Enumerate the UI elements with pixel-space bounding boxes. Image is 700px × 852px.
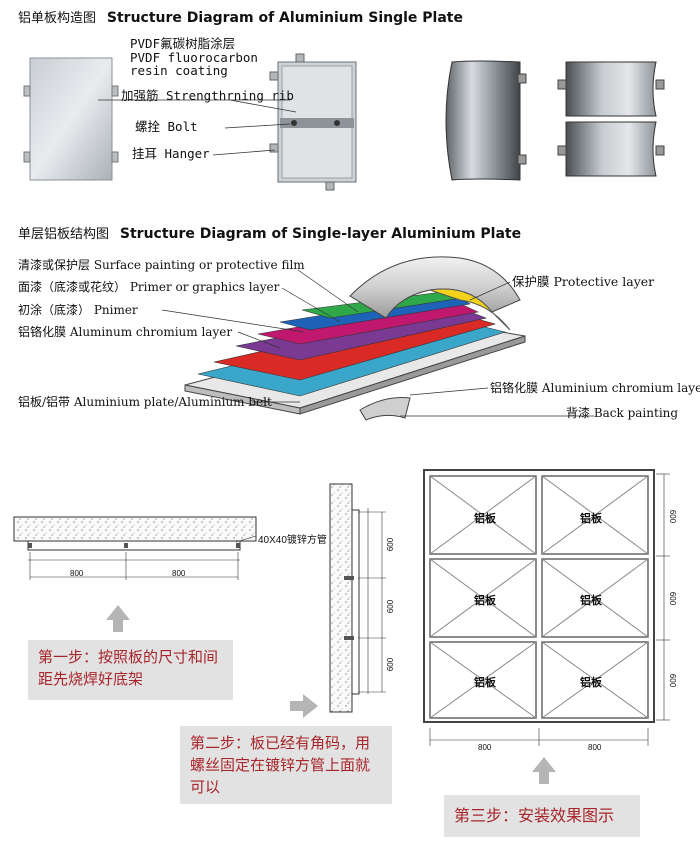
label-chromium-left: 铝铬化膜 Aluminum chromium layer bbox=[18, 325, 233, 339]
single-plate-front bbox=[23, 57, 119, 181]
section1-leaders bbox=[98, 99, 297, 156]
dim-800-step3-b: 800 bbox=[588, 743, 602, 752]
dim-600-step3-c: 600 bbox=[668, 673, 678, 688]
step3-caption: 第三步：安装效果图示 bbox=[444, 795, 640, 837]
step3-drawing bbox=[423, 469, 670, 784]
step2-drawing bbox=[290, 483, 386, 718]
label-bolt: 螺拴 Bolt bbox=[135, 119, 198, 134]
section2-title-en: Structure Diagram of Single-layer Alumin… bbox=[119, 226, 522, 242]
dim-600-step2-b: 600 bbox=[386, 599, 396, 614]
section1-title: 铝单板构造图 Structure Diagram of Aluminium Si… bbox=[18, 7, 463, 26]
label-rib: 加强筋 Strengthrning rib bbox=[121, 88, 294, 103]
curved-panel-2 bbox=[557, 61, 665, 177]
label-pnimer: 初涂（底漆） Pnimer bbox=[18, 303, 138, 317]
step2-caption: 第二步：板已经有角码，用螺丝固定在镀锌方管上面就可以 bbox=[180, 726, 392, 804]
panel-label-3: 铝板 bbox=[474, 594, 496, 607]
single-plate-back bbox=[269, 53, 357, 191]
dim-800-a: 800 bbox=[70, 569, 84, 578]
label-hanger: 挂耳 Hanger bbox=[132, 146, 210, 161]
label-plate: 铝板/铝带 Aluminium plate/Aluminium belt bbox=[18, 395, 272, 409]
label-protective: 保护膜 Protective layer bbox=[512, 274, 655, 289]
dim-800-b: 800 bbox=[172, 569, 186, 578]
panel-label-5: 铝板 bbox=[474, 676, 496, 689]
label-primer: 面漆（底漆或花纹） Primer or graphics layer bbox=[18, 280, 280, 294]
panel-label-1: 铝板 bbox=[474, 512, 496, 525]
dim-800-step3-a: 800 bbox=[478, 743, 492, 752]
section2-leaders bbox=[161, 269, 594, 417]
label-coating-en2: resin coating bbox=[130, 63, 228, 78]
section1-title-en: Structure Diagram of Aluminium Single Pl… bbox=[106, 10, 463, 26]
panel-label-2: 铝板 bbox=[580, 512, 602, 525]
step1-drawing bbox=[13, 516, 257, 632]
panel-label-4: 铝板 bbox=[580, 594, 602, 607]
step1-caption: 第一步：按照板的尺寸和间距先烧焊好底架 bbox=[28, 640, 233, 700]
curved-panel-1 bbox=[445, 60, 527, 181]
section1-title-cn: 铝单板构造图 bbox=[18, 11, 97, 26]
label-coating-en1: PVDF fluorocarbon bbox=[130, 50, 258, 65]
dim-600-step3-a: 600 bbox=[668, 509, 678, 524]
dim-600-step3-b: 600 bbox=[668, 591, 678, 606]
section2-title-cn: 单层铝板结构图 bbox=[18, 227, 110, 242]
dim-600-step2-a: 600 bbox=[386, 537, 396, 552]
label-back: 背漆 Back painting bbox=[566, 406, 679, 420]
dim-600-step2-c: 600 bbox=[386, 657, 396, 672]
section2-title: 单层铝板结构图 Structure Diagram of Single-laye… bbox=[18, 223, 521, 242]
label-surface: 清漆或保护层 Surface painting or protective fi… bbox=[18, 258, 305, 272]
panel-label-6: 铝板 bbox=[580, 676, 602, 689]
layered-plate bbox=[184, 256, 526, 421]
label-coating-cn: PVDF氟碳树脂涂层 bbox=[130, 36, 236, 51]
label-chromium-right: 铝铬化膜 Aluminium chromium layer bbox=[490, 381, 700, 395]
label-tube: 40X40镀锌方管 bbox=[258, 535, 327, 546]
